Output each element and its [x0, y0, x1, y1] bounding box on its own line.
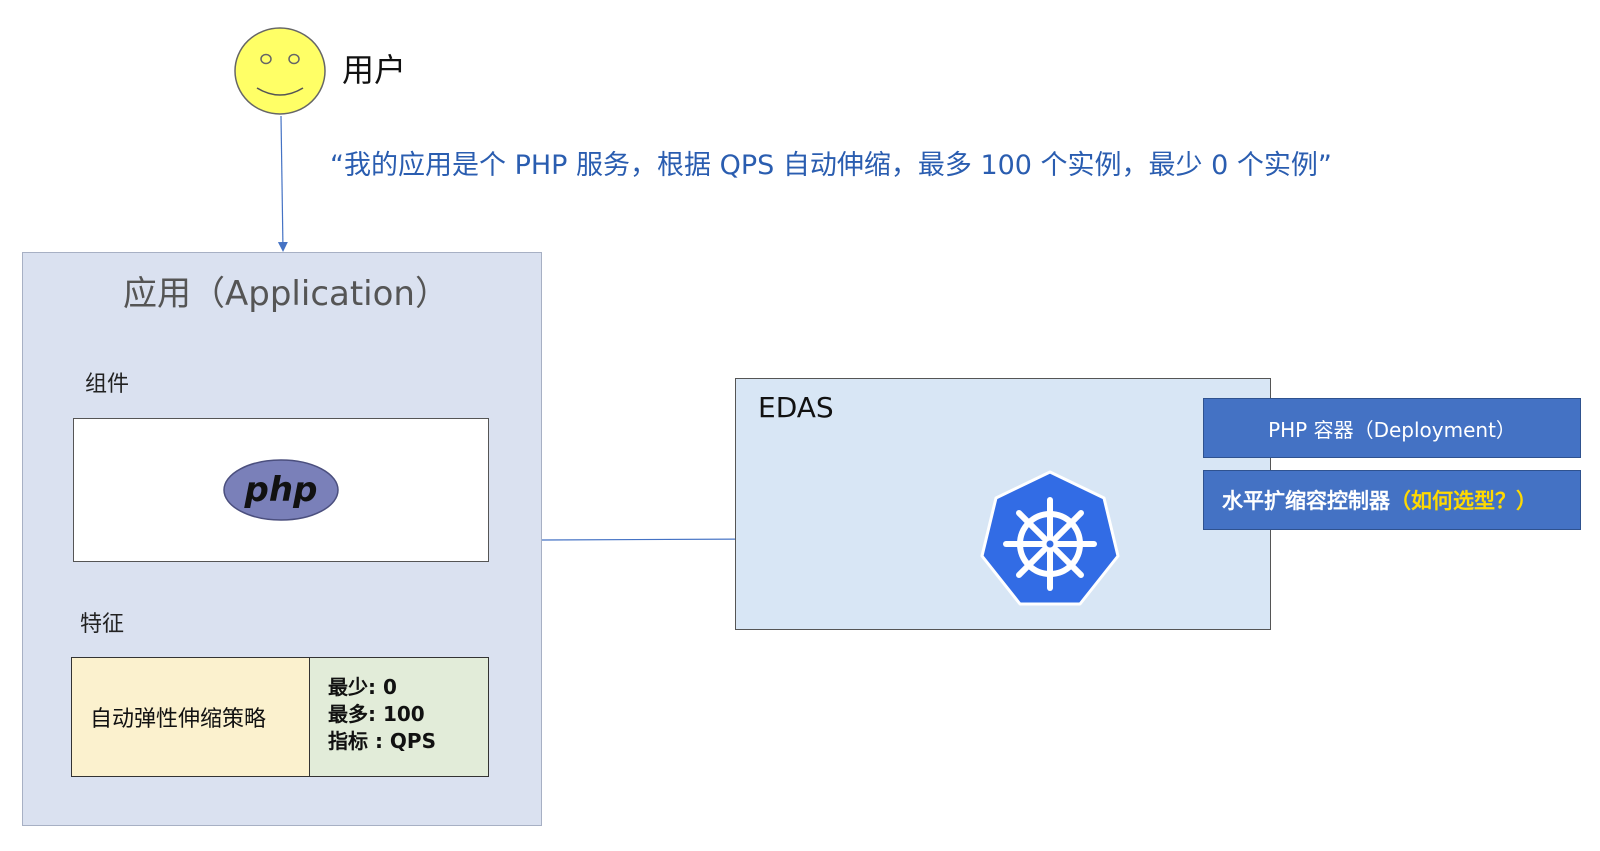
smiley-face-icon — [234, 27, 326, 115]
deployment-text: PHP 容器（Deployment） — [1268, 417, 1516, 442]
component-label: 组件 — [85, 372, 130, 397]
param-max: 最多: 100 — [328, 702, 425, 726]
php-logo-text: php — [244, 470, 318, 510]
deployment-box: PHP 容器（Deployment） — [1203, 398, 1581, 458]
application-title: 应用（Application） — [123, 274, 449, 314]
trait-policy-box: 自动弹性伸缩策略 — [71, 657, 311, 777]
edas-label: EDAS — [758, 391, 834, 424]
hpa-main-text: 水平扩缩容控制器 — [1222, 489, 1390, 513]
user-label: 用户 — [342, 51, 407, 89]
param-metric: 指标 : QPS — [328, 729, 436, 753]
php-logo-icon: php — [223, 459, 339, 521]
trait-params-box: 最少: 0 最多: 100 指标 : QPS — [309, 657, 489, 777]
user-to-app-arrow — [277, 115, 288, 252]
requirement-quote: “我的应用是个 PHP 服务，根据 QPS 自动伸缩，最多 100 个实例，最少… — [330, 150, 1332, 181]
trait-policy-text: 自动弹性伸缩策略 — [90, 707, 267, 732]
hpa-controller-box: 水平扩缩容控制器（如何选型？） — [1203, 470, 1581, 530]
param-min: 最少: 0 — [328, 675, 397, 699]
hpa-highlight-text: （如何选型？） — [1390, 489, 1537, 513]
trait-label: 特征 — [80, 612, 125, 637]
kubernetes-helm-icon — [980, 470, 1120, 606]
